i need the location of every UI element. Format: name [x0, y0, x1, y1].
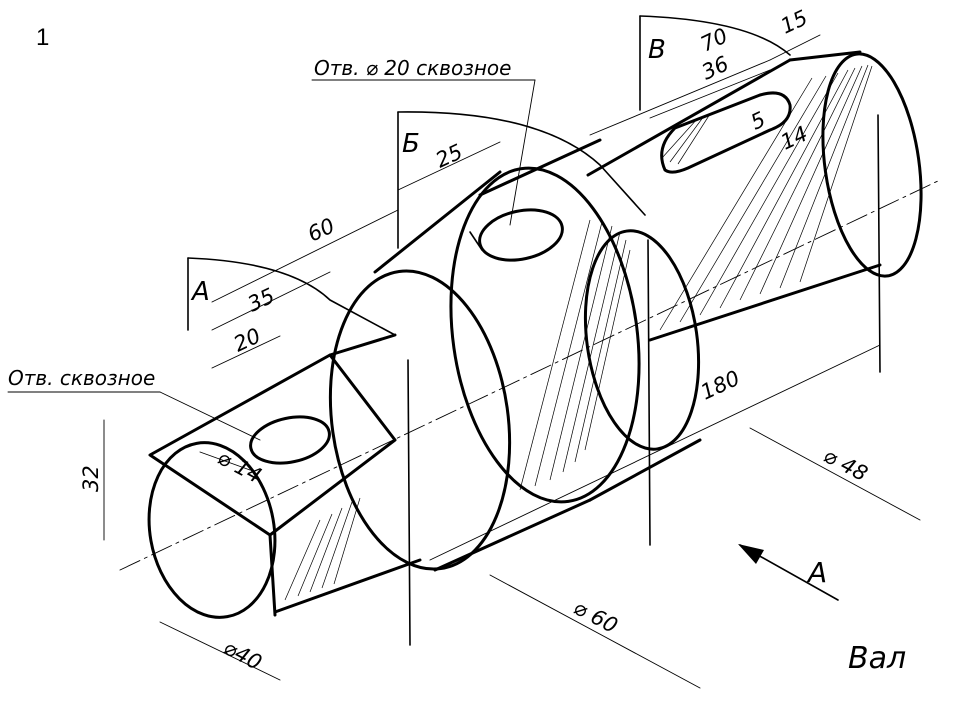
dim-36: 36: [698, 51, 732, 84]
note-hole-square: Отв. сквозное: [8, 366, 155, 390]
dim-14-hole: ⌀ 14: [214, 445, 266, 488]
drawing-title: Вал: [848, 641, 906, 676]
dim-20: 20: [230, 323, 264, 356]
dimension-lines: [7, 34, 921, 689]
plane-label-v: В: [648, 35, 666, 65]
right-cylinder: [586, 50, 923, 342]
collar-hatch: [519, 219, 631, 491]
section-plane-v: [639, 15, 881, 373]
plane-label-b: Б: [402, 129, 420, 159]
keyway-slot: [660, 91, 792, 174]
centerlines: [119, 179, 941, 571]
note-hole-collar: Отв. ⌀ 20 сквозное: [314, 56, 511, 80]
dim-40-dia: ⌀40: [220, 635, 266, 675]
sheet-number: 1: [36, 24, 49, 51]
left-flat-hatch: [284, 497, 361, 601]
dim-5: 5: [747, 107, 769, 134]
dim-180: 180: [697, 366, 743, 405]
dim-32: 32: [79, 465, 103, 492]
collar-60: [328, 166, 641, 572]
view-direction-label: А: [806, 556, 827, 589]
section-plane-a: [187, 257, 411, 646]
mid-cylinder: [478, 138, 702, 502]
dim-15: 15: [777, 5, 811, 38]
view-arrow: [738, 544, 839, 601]
right-cylinder-hatch: [659, 64, 873, 331]
left-flat-portion: [147, 333, 422, 619]
dim-25: 25: [432, 139, 466, 172]
plane-label-a: А: [190, 277, 210, 307]
dim-70: 70: [697, 23, 731, 56]
section-plane-b: [397, 111, 651, 546]
